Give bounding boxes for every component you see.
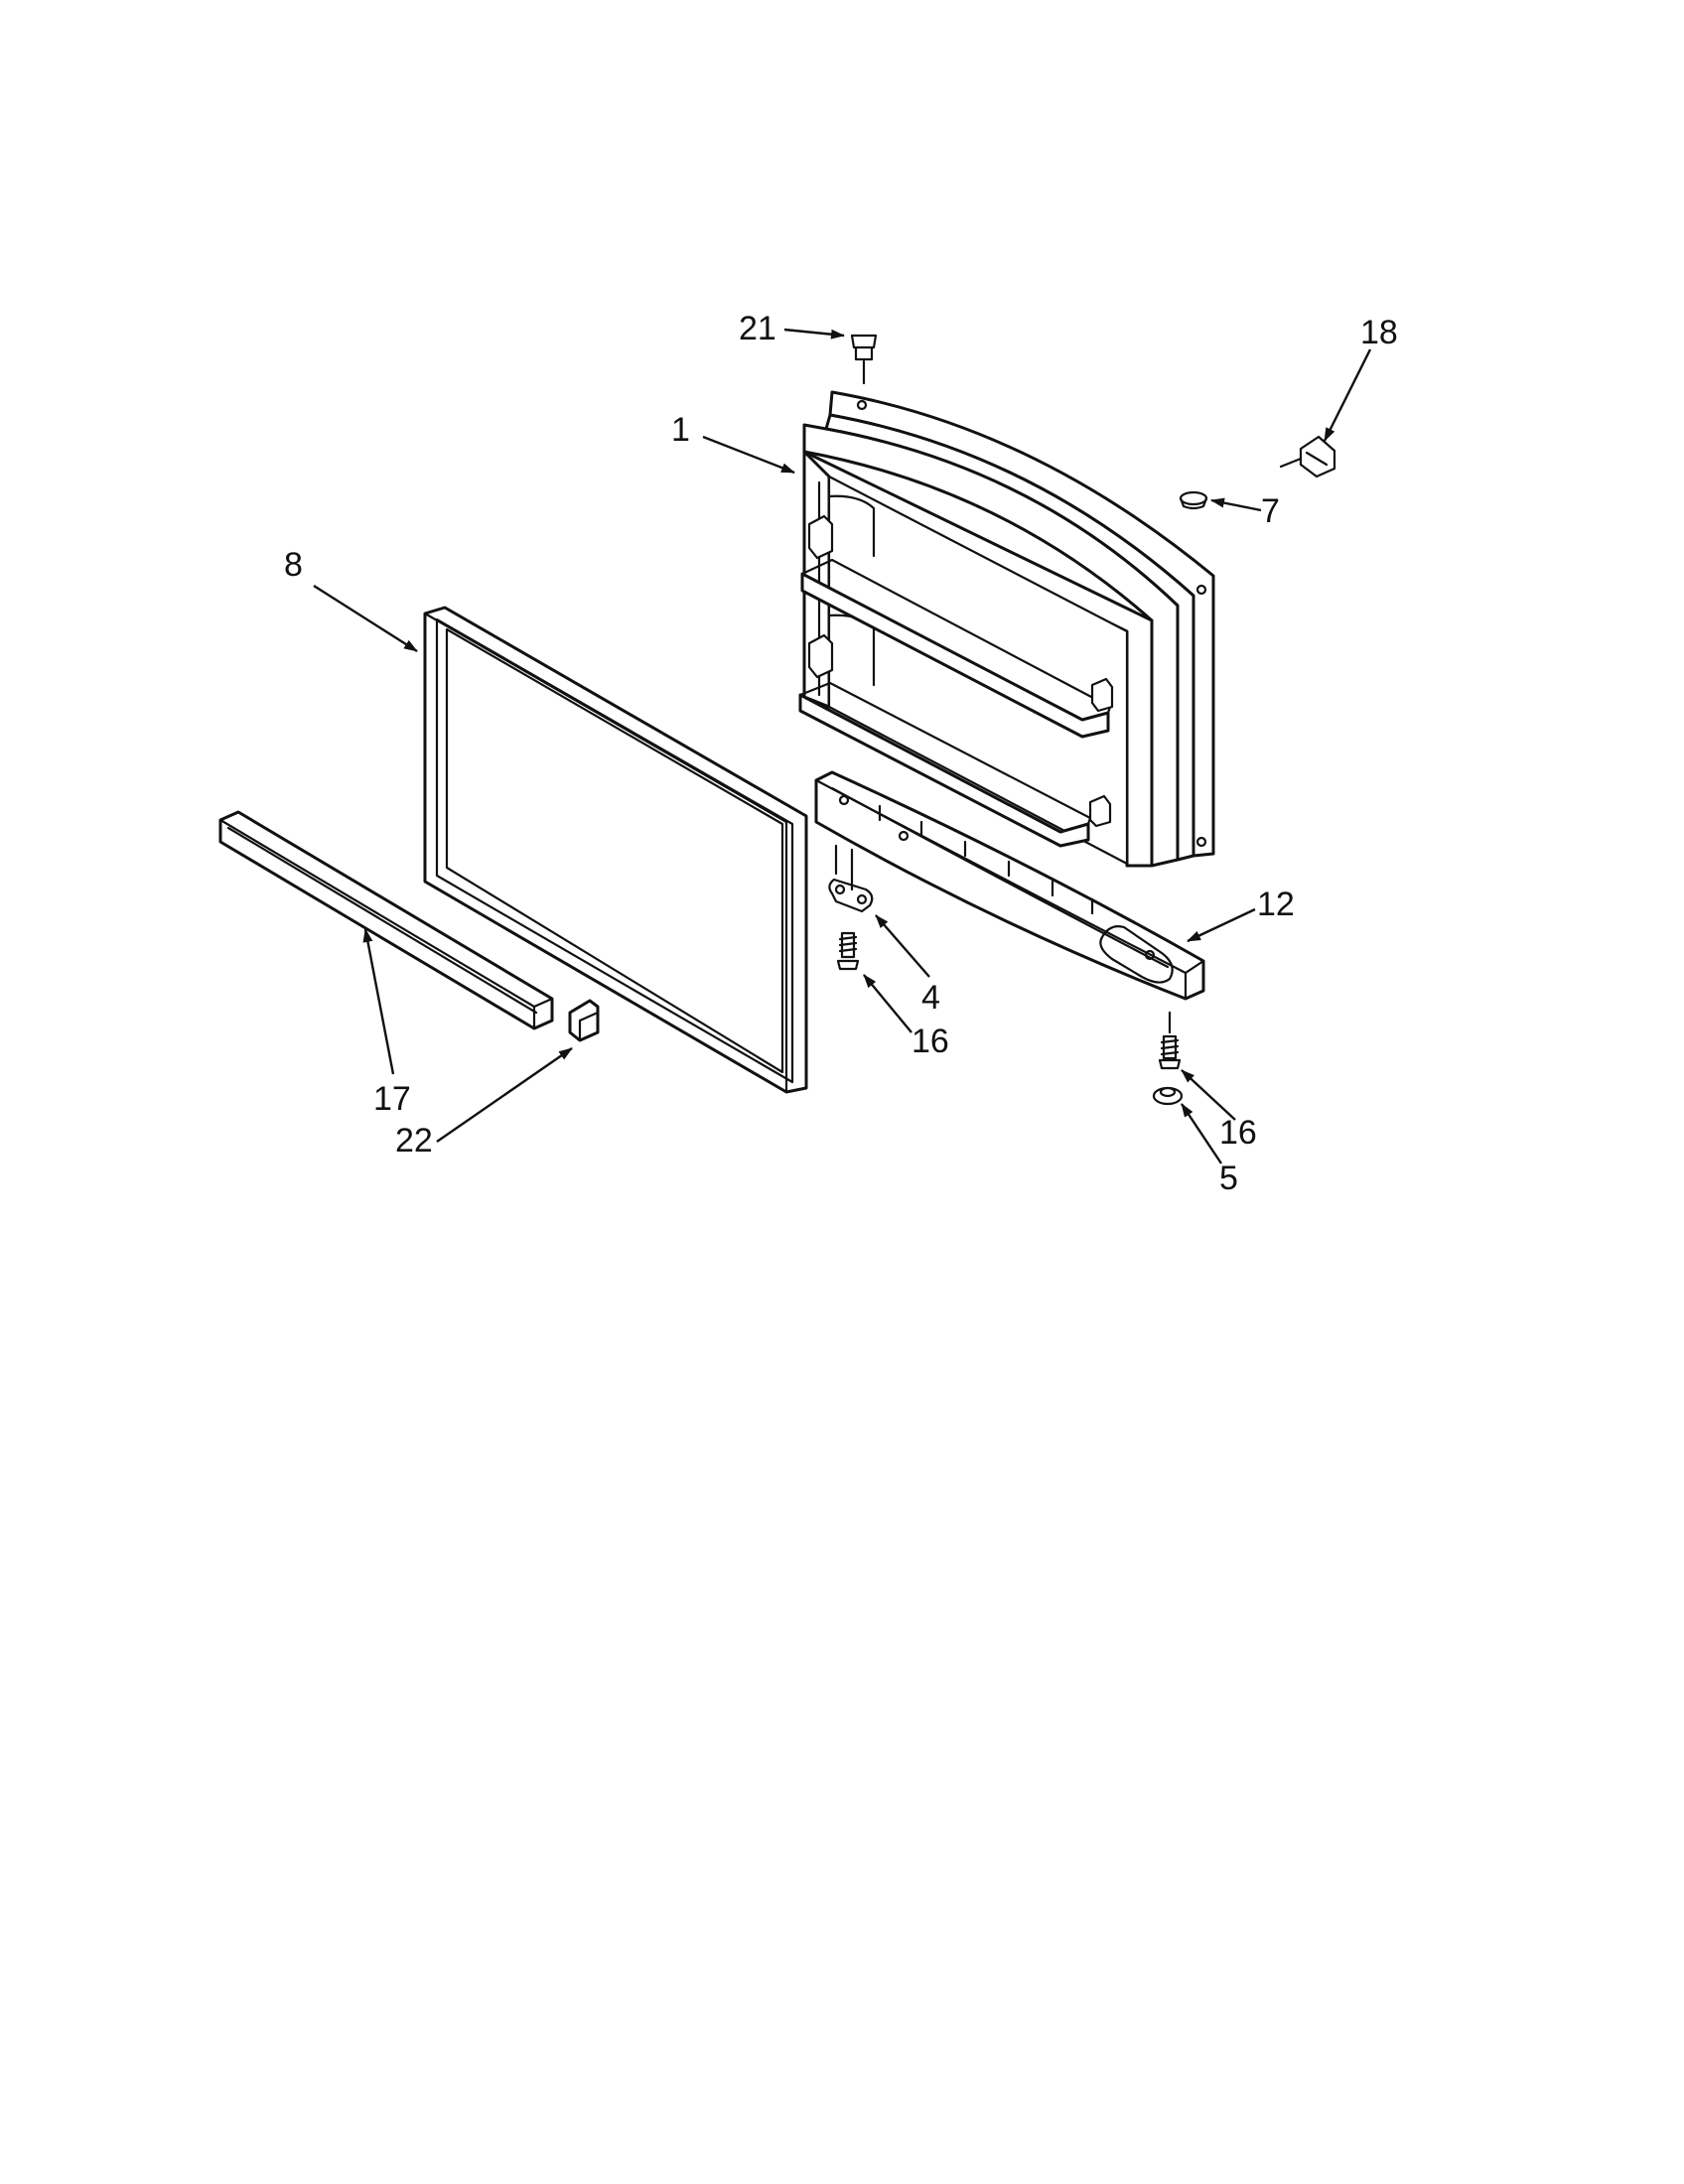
label-part-18 xyxy=(1279,435,1336,478)
callout-8: 8 xyxy=(284,546,303,584)
cap-part-7 xyxy=(1179,490,1208,510)
end-cap-part xyxy=(568,999,600,1042)
washer-part-5 xyxy=(1152,1086,1184,1106)
door-handle-part xyxy=(814,770,1205,1001)
callout-16-right: 16 xyxy=(1219,1114,1257,1152)
freezer-door-part xyxy=(798,390,1215,868)
callout-21: 21 xyxy=(739,310,776,347)
callout-18: 18 xyxy=(1360,314,1398,351)
plug-part-21 xyxy=(850,334,878,385)
bracket-part-4 xyxy=(828,844,874,913)
callout-7: 7 xyxy=(1261,492,1280,530)
trim-strip-part xyxy=(218,810,554,1030)
door-gasket-part xyxy=(423,606,808,1094)
screw-part-16-right xyxy=(1158,1011,1182,1070)
callout-12: 12 xyxy=(1257,886,1295,923)
callout-22: 22 xyxy=(395,1122,433,1160)
callout-16-left: 16 xyxy=(912,1023,949,1060)
callout-5: 5 xyxy=(1219,1160,1238,1197)
callout-1: 1 xyxy=(671,411,690,449)
callout-17: 17 xyxy=(373,1080,411,1118)
callout-4: 4 xyxy=(921,979,940,1017)
screw-part-16-left xyxy=(836,931,860,971)
callout-labels: 21 18 1 7 8 12 4 16 16 5 17 22 xyxy=(284,310,1398,1197)
leader-lines xyxy=(313,328,1372,1164)
